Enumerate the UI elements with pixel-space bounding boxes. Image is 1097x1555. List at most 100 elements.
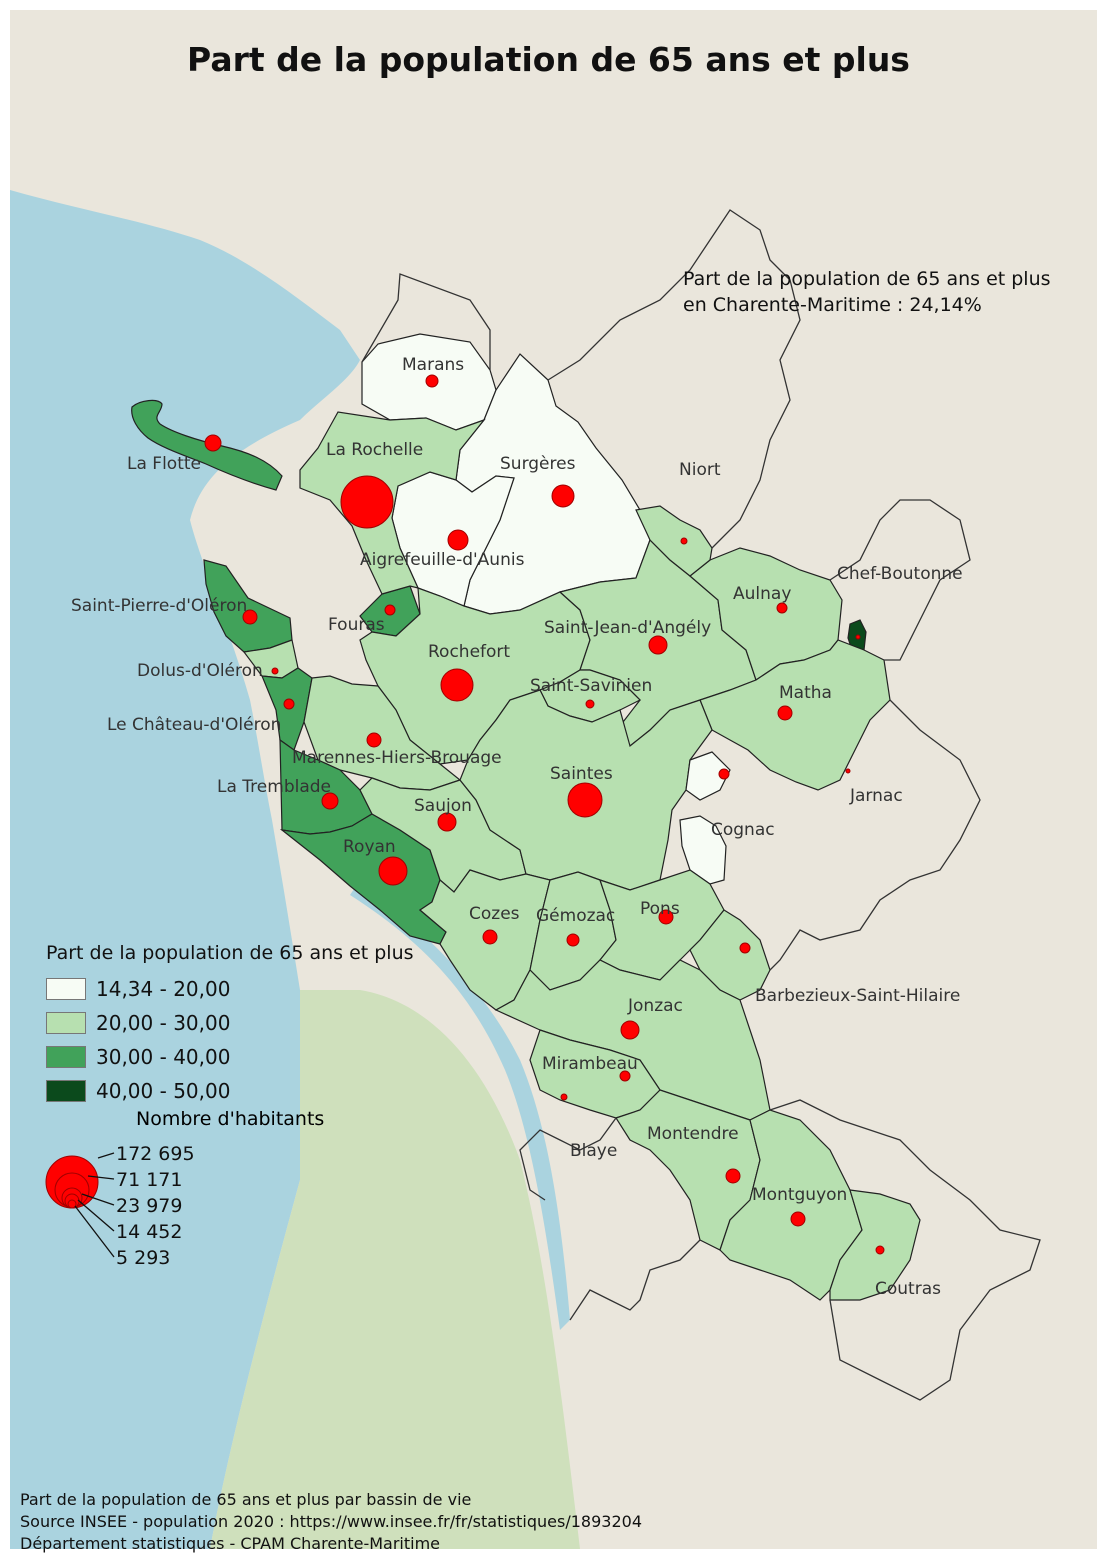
bubble-saintes [567, 782, 603, 818]
region-niort-fragment [635, 505, 713, 577]
legend-item: 40,00 - 50,00 [46, 1074, 414, 1108]
size-legend-title: Nombre d'habitants [136, 1108, 325, 1130]
bubble-marans [425, 374, 439, 388]
label-la-tremblade: La Tremblade [217, 777, 331, 797]
bubble-fouras [384, 604, 396, 616]
label-jarnac: Jarnac [849, 786, 903, 806]
bubble-la-tremblade [321, 792, 339, 810]
bubble-jonzac [620, 1020, 640, 1040]
footer-line: Source INSEE - population 2020 : https:/… [20, 1512, 642, 1531]
label-barbezieux: Barbezieux-Saint-Hilaire [755, 986, 960, 1006]
size-value: 172 695 [116, 1143, 195, 1165]
bubble-rochefort [440, 668, 474, 702]
department-stat-line2: en Charente-Maritime : 24,14% [683, 294, 982, 316]
label-marennes: Marennes-Hiers-Brouage [292, 748, 502, 768]
region-matha [699, 639, 891, 791]
label-cognac: Cognac [711, 820, 775, 840]
legend-item: 20,00 - 30,00 [46, 1006, 414, 1040]
label-montendre: Montendre [647, 1124, 739, 1144]
size-value: 14 452 [116, 1221, 182, 1243]
label-blaye: Blaye [570, 1141, 617, 1161]
bubble-jarnac [845, 768, 851, 774]
bubble-saint-pierre [242, 609, 258, 625]
label-pons: Pons [640, 899, 680, 919]
label-saint-pierre: Saint-Pierre-d'Oléron [71, 596, 247, 616]
bubble-aulnay [776, 602, 788, 614]
bubble-saint-jean [648, 635, 668, 655]
label-la-rochelle: La Rochelle [326, 440, 423, 460]
legend-swatch [46, 1012, 86, 1034]
label-mirambeau: Mirambeau [542, 1054, 638, 1074]
source-footer: Part de la population de 65 ans et plus … [20, 1489, 642, 1555]
label-niort: Niort [679, 460, 721, 480]
legend-swatch [46, 978, 86, 1000]
landes-forest [210, 990, 580, 1549]
page-title: Part de la population de 65 ans et plus [187, 40, 910, 79]
label-marans: Marans [402, 355, 464, 375]
size-value: 23 979 [116, 1195, 182, 1217]
size-circle-tiny [67, 1199, 77, 1209]
bubble-mirambeau [619, 1070, 631, 1082]
label-matha: Matha [779, 683, 832, 703]
bubble-saint-savinien [585, 699, 595, 709]
legend-title: Part de la population de 65 ans et plus [46, 942, 414, 964]
map-frame: Marans La Rochelle La Flotte Surgères Ni… [10, 10, 1097, 1549]
label-chef-boutonne: Chef-Boutonne [837, 564, 963, 584]
sea-area [10, 10, 360, 1549]
gironde-estuary [350, 880, 570, 1330]
bubble-la-rochelle [340, 475, 394, 529]
label-aigrefeuille: Aigrefeuille-d'Aunis [360, 550, 525, 570]
department-stat: Part de la population de 65 ans et plus … [683, 266, 1051, 318]
region-montguyon [719, 1109, 863, 1301]
label-jonzac: Jonzac [627, 996, 683, 1016]
label-coutras: Coutras [875, 1279, 941, 1299]
legend-label: 30,00 - 40,00 [96, 1045, 231, 1069]
bubble-saujon [437, 812, 457, 832]
label-aulnay: Aulnay [733, 584, 791, 604]
footer-line: Département statistiques - CPAM Charente… [20, 1534, 440, 1553]
label-la-flotte: La Flotte [127, 454, 201, 474]
region-coutras [829, 1189, 921, 1301]
bubble-coutras [875, 1245, 885, 1255]
bubble-chef-boutonne [855, 634, 861, 640]
bubble-chateau [283, 698, 295, 710]
size-legend: Nombre d'habitants 172 695 71 171 23 979… [40, 1106, 360, 1276]
label-cozes: Cozes [469, 904, 520, 924]
bubble-aigrefeuille [447, 529, 469, 551]
legend-label: 40,00 - 50,00 [96, 1079, 231, 1103]
bubble-cozes [482, 929, 498, 945]
bubble-marennes [366, 732, 382, 748]
bubble-gemozac [566, 933, 580, 947]
choropleth-legend: Part de la population de 65 ans et plus … [46, 942, 414, 1108]
place-labels: Marans La Rochelle La Flotte Surgères Ni… [71, 355, 963, 1299]
region-cognac-white [679, 751, 731, 885]
bubble-la-flotte [204, 434, 222, 452]
label-dolus: Dolus-d'Oléron [137, 661, 263, 681]
bubble-matha [777, 705, 793, 721]
label-saujon: Saujon [414, 796, 472, 816]
size-legend-symbols: 172 695 71 171 23 979 14 452 5 293 [45, 1143, 195, 1269]
bubble-blaye [560, 1093, 568, 1101]
legend-label: 20,00 - 30,00 [96, 1011, 231, 1035]
legend-swatch [46, 1046, 86, 1068]
label-chateau-oleron: Le Château-d'Oléron [107, 715, 281, 735]
size-value: 71 171 [116, 1169, 182, 1191]
size-value: 5 293 [116, 1247, 170, 1269]
bubble-montendre [725, 1168, 741, 1184]
label-royan: Royan [343, 837, 396, 857]
legend-item: 14,34 - 20,00 [46, 972, 414, 1006]
bubble-royan [378, 856, 408, 886]
label-montguyon: Montguyon [752, 1185, 847, 1205]
label-saint-jean: Saint-Jean-d'Angély [544, 618, 711, 638]
label-surgeres: Surgères [500, 454, 576, 474]
bubble-surgeres [551, 484, 575, 508]
size-leader-lines [74, 1152, 115, 1258]
label-rochefort: Rochefort [428, 642, 510, 662]
bubble-pons [658, 909, 674, 925]
bubble-cognac [718, 768, 730, 780]
bubble-niort-fragment [680, 537, 688, 545]
label-saint-savinien: Saint-Savinien [530, 676, 652, 696]
label-fouras: Fouras [328, 615, 385, 635]
legend-swatch [46, 1080, 86, 1102]
label-gemozac: Gémozac [536, 906, 615, 926]
